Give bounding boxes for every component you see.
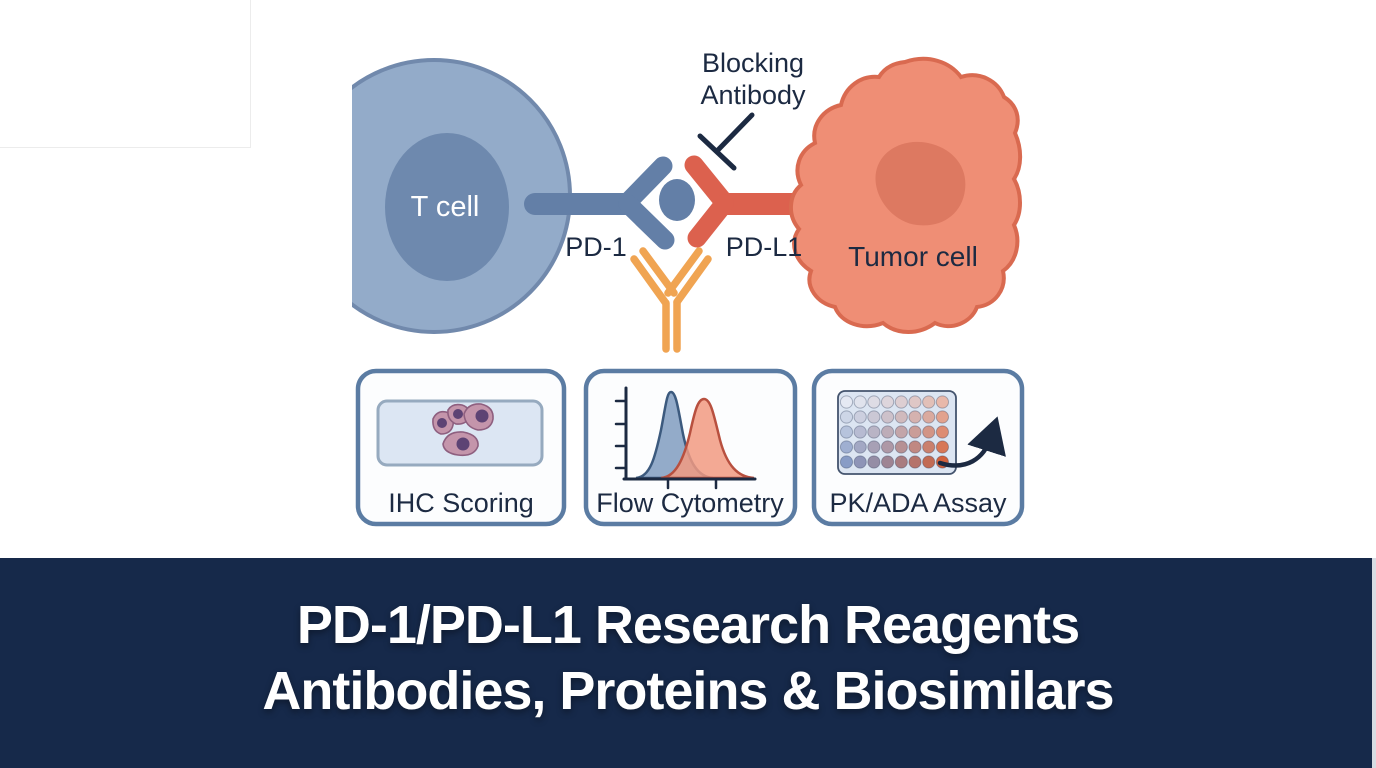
pd1-receptor <box>524 156 675 250</box>
pd1-label: PD-1 <box>565 232 627 262</box>
plate-well <box>839 440 854 454</box>
pd1-pdl1-diagram: T cell Tumor cell PD-1 PD-L1 Blocking An… <box>352 48 1025 527</box>
plate-well <box>867 440 881 454</box>
panel-flow: Flow Cytometry <box>583 368 798 527</box>
plate-well <box>839 455 854 469</box>
ihc-cell-nuclei <box>437 409 489 451</box>
plate-well <box>894 410 908 424</box>
banner-title-line2: Antibodies, Proteins & Biosimilars <box>262 661 1114 721</box>
plate-well <box>839 410 854 424</box>
plate-well <box>881 425 895 439</box>
microplate-wells <box>839 395 950 469</box>
pdl1-label: PD-L1 <box>726 232 803 262</box>
plate-well <box>908 440 922 454</box>
plate-well <box>894 395 908 409</box>
plate-well <box>908 395 922 409</box>
plate-well <box>908 455 922 469</box>
t-cell-label: T cell <box>411 191 480 223</box>
interaction-dot <box>659 179 695 221</box>
corner-placeholder-box <box>0 0 251 148</box>
plate-well <box>867 425 881 439</box>
plate-well <box>922 455 936 469</box>
plate-well <box>894 425 908 439</box>
flow-axes <box>614 386 757 490</box>
tumor-cell-label: Tumor cell <box>848 241 978 272</box>
inhibition-arrow <box>697 112 755 171</box>
plate-well <box>853 395 867 409</box>
banner-right-edge <box>1372 558 1376 768</box>
panel-ihc-label: IHC Scoring <box>388 488 534 518</box>
panel-pkada-label: PK/ADA Assay <box>829 488 1007 518</box>
plate-well <box>853 455 867 469</box>
therapeutic-antibody-icon <box>630 247 712 353</box>
plate-well <box>867 455 881 469</box>
plate-well <box>853 440 867 454</box>
plate-well <box>922 410 936 424</box>
tumor-cell-nucleus <box>875 141 966 226</box>
banner: PD-1/PD-L1 Research Reagents Antibodies,… <box>0 558 1376 768</box>
plate-well <box>867 395 881 409</box>
assay-result-arrow <box>937 416 1006 468</box>
plate-well <box>935 440 950 454</box>
plate-well <box>908 425 922 439</box>
plate-well <box>935 395 950 409</box>
plate-well <box>881 410 895 424</box>
plate-well <box>894 440 908 454</box>
plate-well <box>922 395 936 409</box>
t-cell-nucleus <box>385 133 509 281</box>
plate-well <box>881 395 895 409</box>
panel-flow-label: Flow Cytometry <box>596 488 784 518</box>
plate-well <box>881 455 895 469</box>
banner-title-line1: PD-1/PD-L1 Research Reagents <box>296 595 1080 655</box>
plate-well <box>908 410 922 424</box>
plate-well <box>853 410 867 424</box>
plate-well <box>853 425 867 439</box>
plate-well <box>839 425 854 439</box>
blocking-antibody-label-line2: Antibody <box>700 80 806 110</box>
panel-pkada: PK/ADA Assay <box>811 368 1025 527</box>
plate-well <box>839 395 854 409</box>
plate-well <box>894 455 908 469</box>
flow-histogram-red <box>660 397 755 480</box>
plate-well <box>867 410 881 424</box>
plate-well <box>881 440 895 454</box>
plate-well <box>922 440 936 454</box>
plate-well <box>935 425 950 439</box>
panel-ihc: IHC Scoring <box>355 368 567 527</box>
blocking-antibody-label-line1: Blocking <box>702 48 804 78</box>
plate-well <box>922 425 936 439</box>
plate-well <box>935 410 950 424</box>
